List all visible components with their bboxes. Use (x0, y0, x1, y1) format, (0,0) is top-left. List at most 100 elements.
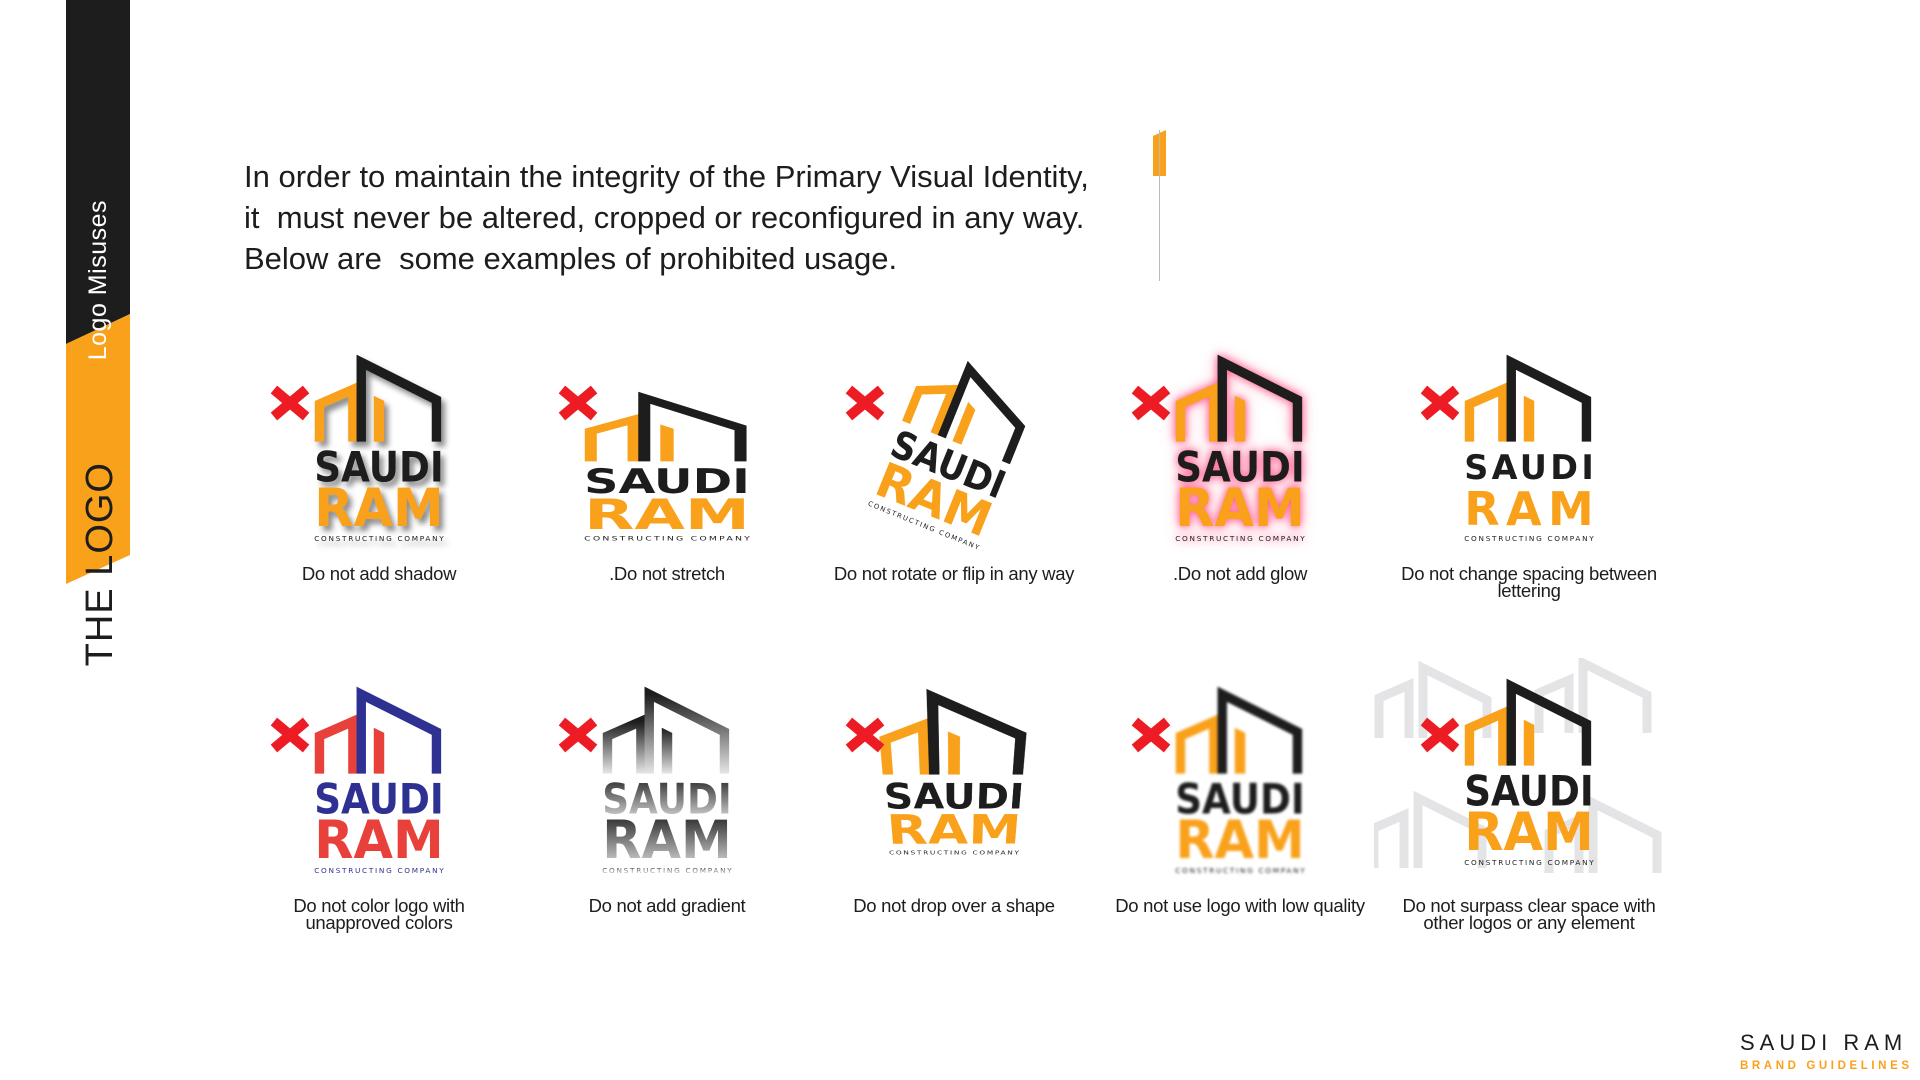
logo-building-small (1464, 382, 1508, 442)
sidebar-dark-band (66, 0, 130, 344)
logo-tagline: CONSTRUCTING COMPANY (314, 866, 444, 875)
intro-line: it must never be altered, cropped or rec… (244, 200, 1085, 235)
prohibited-x-icon (1132, 384, 1170, 422)
intro-line: Below are some examples of prohibited us… (244, 241, 898, 276)
logo-building-small (884, 725, 925, 774)
logo-building-tall (1217, 354, 1303, 442)
logo-tagline: CONSTRUCTING COMPANY (889, 849, 1020, 855)
prohibited-x-icon (846, 716, 884, 754)
logo-word-saudi: SAUDI (1464, 448, 1594, 487)
misuse-card-clearspace: SAUDI RAM CONSTRUCTING COMPANY Do not sur… (1374, 658, 1662, 988)
misuse-caption: Do not rotate or flip in any way (833, 563, 1075, 584)
logo-building-tall (1217, 686, 1303, 774)
logo-pillar (373, 727, 385, 774)
logo-word-ram: RAM (584, 491, 750, 540)
misuse-card-shape: SAUDI RAM CONSTRUCTING COMPANY Do not dro… (824, 688, 1084, 988)
logo-pillar (660, 424, 674, 462)
saudi-ram-logo: SAUDI RAM CONSTRUCTING COMPANY (1464, 354, 1594, 543)
logo-word-saudi: SAUDI (602, 774, 732, 823)
prohibited-x-icon (1421, 716, 1459, 754)
logo-building-small (902, 384, 960, 436)
intro-line: In order to maintain the integrity of th… (244, 159, 1089, 194)
logo-example: SAUDI RAM CONSTRUCTING COMPANY (1172, 354, 1308, 544)
prohibited-x-icon (271, 384, 309, 422)
logo-building-tall (356, 686, 442, 774)
logo-word-saudi: SAUDI (584, 462, 750, 501)
misuse-card-rotate: SAUDI RAM CONSTRUCTING COMPANY Do not rot… (824, 356, 1084, 656)
logo-example: SAUDI RAM CONSTRUCTING COMPANY (1461, 678, 1597, 876)
section-label: Logo Misuses (84, 200, 112, 361)
logo-building-tall (1506, 678, 1592, 766)
logo-tagline: CONSTRUCTING COMPANY (314, 534, 444, 543)
logo-example: SAUDI RAM CONSTRUCTING COMPANY (584, 356, 750, 544)
logo-pillar (1234, 395, 1246, 442)
saudi-ram-logo: SAUDI RAM CONSTRUCTING COMPANY (871, 690, 1038, 856)
logo-word-saudi: SAUDI (314, 442, 444, 491)
logo-pillar (1234, 727, 1246, 774)
misuse-caption: Do not surpass clear space with other lo… (1402, 895, 1656, 933)
logo-word-saudi: SAUDI (1175, 442, 1305, 491)
logo-example: SAUDI RAM CONSTRUCTING COMPANY (1172, 686, 1308, 876)
accent-divider (1159, 130, 1160, 281)
logo-word-saudi: SAUDI (314, 774, 444, 823)
logo-tagline: CONSTRUCTING COMPANY (1464, 858, 1594, 867)
footer-brand: SAUDI RAM (1740, 1030, 1908, 1055)
logo-pillar (373, 395, 385, 442)
logo-tagline: CONSTRUCTING COMPANY (602, 866, 732, 875)
misuse-card-shadow: SAUDI RAM CONSTRUCTING COMPANY Do not add… (249, 354, 509, 656)
misuse-caption: Do not add gradient (588, 895, 746, 916)
logo-tagline: CONSTRUCTING COMPANY (1175, 534, 1305, 543)
logo-pillar (947, 731, 961, 775)
logo-example: SAUDI RAM CONSTRUCTING COMPANY (867, 356, 1026, 552)
saudi-ram-logo: SAUDI RAM CONSTRUCTING COMPANY (867, 360, 1026, 552)
saudi-ram-logo: SAUDI RAM CONSTRUCTING COMPANY (314, 686, 444, 875)
sidebar-orange-band (66, 314, 130, 584)
logo-building-tall (356, 354, 442, 442)
logo-building-tall (937, 360, 1026, 465)
logo-tagline: CONSTRUCTING COMPANY (1464, 534, 1594, 543)
prohibited-x-icon (559, 716, 597, 754)
logo-building-small (1175, 382, 1219, 442)
misuse-caption: .Do not stretch (609, 563, 725, 584)
logo-building-tall (932, 697, 1023, 775)
misuse-caption: .Do not add glow (1172, 563, 1308, 584)
logo-word-ram: RAM (885, 805, 1023, 853)
misuse-card-lowquality: SAUDI RAM CONSTRUCTING COMPANY Do not use… (1110, 686, 1370, 988)
logo-example: SAUDI RAM CONSTRUCTING COMPANY (311, 354, 447, 544)
logo-building-small (314, 382, 358, 442)
logo-building-small (584, 413, 640, 462)
misuse-caption: Do not color logo with unapproved colors (293, 895, 465, 933)
misuse-card-gradient: SAUDI RAM CONSTRUCTING COMPANY Do not add… (537, 686, 797, 988)
logo-pillar (1523, 395, 1535, 442)
logo-tagline: CONSTRUCTING COMPANY (584, 535, 750, 542)
prohibited-x-icon (559, 384, 597, 422)
misuse-caption: Do not use logo with low quality (1115, 895, 1365, 916)
logo-pillar (661, 727, 673, 774)
logo-example: SAUDI RAM CONSTRUCTING COMPANY (311, 686, 447, 876)
misuse-card-glow: SAUDI RAM CONSTRUCTING COMPANY .Do not ad… (1110, 354, 1370, 656)
misuse-card-spacing: SAUDI RAM CONSTRUCTING COMPANY Do not cha… (1399, 354, 1659, 656)
logo-word-saudi: SAUDI (882, 777, 1025, 817)
logo-word-ram: RAM (314, 811, 444, 871)
logo-word-ram: RAM (1175, 811, 1305, 871)
background-logos (1374, 658, 1662, 873)
chapter-label: THE LOGO (79, 462, 121, 667)
prohibited-x-icon (271, 716, 309, 754)
prohibited-x-icon (846, 384, 884, 422)
saudi-ram-logo: SAUDI RAM CONSTRUCTING COMPANY (602, 686, 732, 875)
misuse-caption: Do not change spacing between lettering (1401, 563, 1657, 601)
logo-tagline: CONSTRUCTING COMPANY (1175, 866, 1305, 875)
logo-building-small (602, 714, 646, 774)
saudi-ram-logo: SAUDI RAM CONSTRUCTING COMPANY (584, 391, 750, 542)
saudi-ram-logo: SAUDI RAM CONSTRUCTING COMPANY (314, 354, 444, 543)
logo-building-small (1464, 706, 1508, 766)
saudi-ram-logo: SAUDI RAM CONSTRUCTING COMPANY (1464, 678, 1594, 867)
logo-word-ram: RAM (1175, 479, 1305, 539)
logo-example: SAUDI RAM CONSTRUCTING COMPANY (1461, 354, 1597, 544)
misuse-caption: Do not drop over a shape (853, 895, 1055, 916)
logo-building-small (314, 714, 358, 774)
saudi-ram-logo: SAUDI RAM CONSTRUCTING COMPANY (1175, 686, 1305, 875)
prohibited-x-icon (1132, 716, 1170, 754)
misuse-caption: Do not add shadow (301, 563, 457, 584)
logo-word-ram: RAM (314, 479, 444, 539)
